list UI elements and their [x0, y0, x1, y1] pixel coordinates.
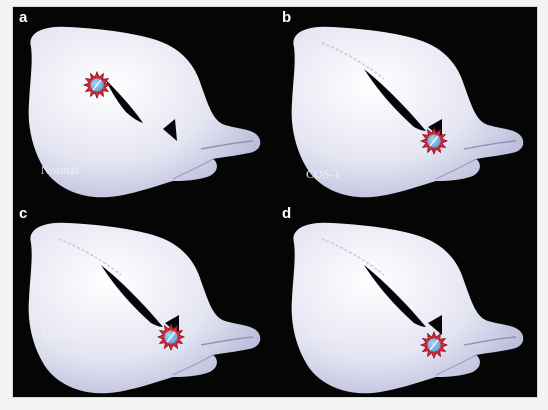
panel-letter: d — [282, 205, 292, 222]
panel-caption: COS-2+ — [43, 327, 85, 341]
canal-line — [58, 238, 122, 276]
panel-letter: a — [19, 9, 28, 26]
internal-os — [163, 119, 177, 141]
canal-lumen — [364, 265, 426, 327]
cervix-diagram-c — [28, 222, 261, 394]
figure: a Normal b COS-1 c COS-2+ d COS-2- — [12, 6, 538, 398]
panel-a: a Normal — [13, 7, 276, 203]
posterior-fold — [435, 158, 477, 180]
cervix-diagram-d — [291, 222, 524, 394]
posterior-fold — [435, 354, 477, 376]
panel-letter: c — [19, 205, 28, 222]
lesion-marker — [156, 322, 186, 352]
cervix-diagram-a — [28, 26, 261, 198]
lesion-marker — [419, 330, 449, 360]
panel-caption: Normal — [41, 163, 79, 177]
posterior-fold — [172, 158, 214, 180]
panel-d: d COS-2- — [276, 203, 539, 399]
lesion-marker — [82, 70, 112, 100]
panel-caption: COS-1 — [306, 167, 341, 181]
cervix-body — [28, 26, 261, 198]
lesion-marker — [419, 126, 449, 156]
posterior-fold — [172, 354, 214, 376]
os-cleft — [200, 140, 254, 150]
canal-lumen — [105, 79, 143, 123]
canal-lumen — [364, 69, 426, 131]
panel-letter: b — [282, 9, 292, 26]
panel-caption: COS-2- — [308, 327, 347, 341]
cervix-diagram-b — [291, 26, 524, 198]
canal-lumen — [101, 265, 163, 327]
canal-line — [321, 42, 385, 80]
os-cleft — [200, 336, 254, 346]
panel-c: c COS-2+ — [13, 203, 276, 399]
os-cleft — [463, 140, 517, 150]
internal-os — [428, 315, 442, 335]
os-cleft — [463, 336, 517, 346]
panel-b: b COS-1 — [276, 7, 539, 203]
canal-line — [321, 238, 385, 276]
